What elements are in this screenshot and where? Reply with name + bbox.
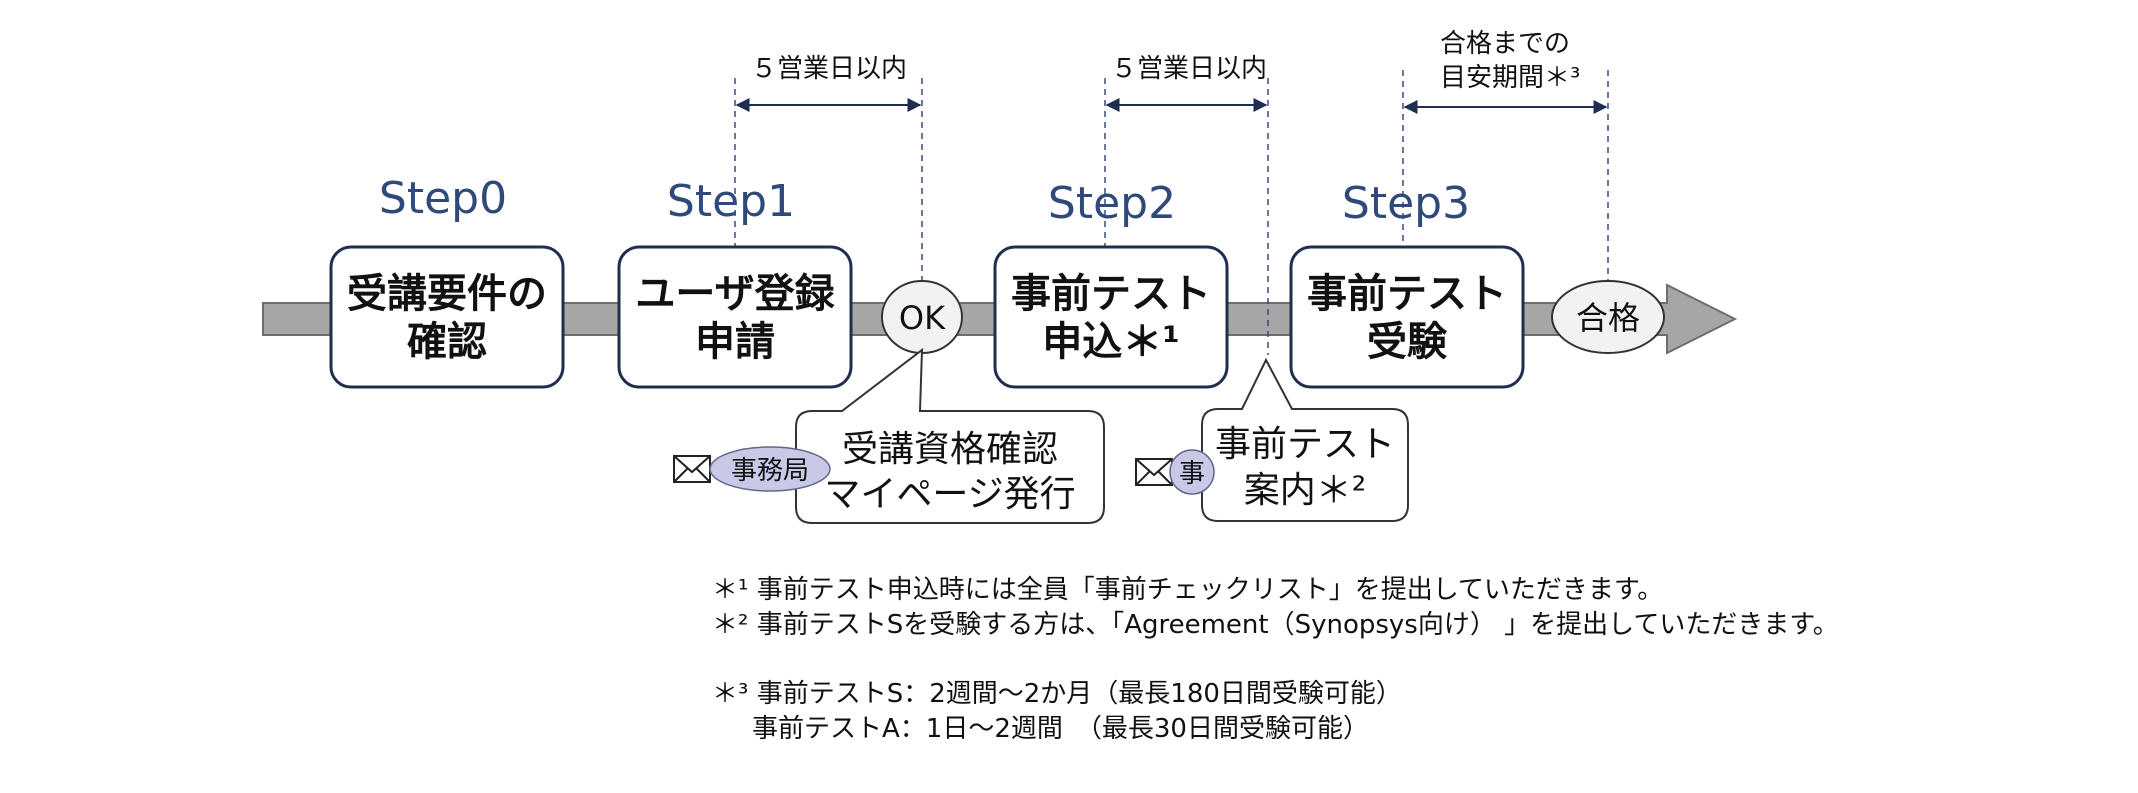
step-box-3: 事前テスト 受験 xyxy=(1289,245,1525,389)
step-box-0-line2: 確認 xyxy=(407,319,487,365)
step-box-1-line2: 申請 xyxy=(695,319,775,365)
footnote-1: ＊¹ 事前テスト申込時には全員「事前チェックリスト」を提出していただきます。 xyxy=(712,575,1663,605)
step-box-2: 事前テスト 申込＊¹ xyxy=(993,245,1229,389)
notification-bubble-2-line1: 事前テスト xyxy=(1215,424,1395,465)
envelope-icon xyxy=(673,455,711,483)
step-box-2-line1: 事前テスト xyxy=(1011,271,1211,317)
pass-milestone-label: 合格 xyxy=(1576,299,1640,337)
sender-oval-2: 事 xyxy=(1169,449,1215,495)
ok-milestone-label: OK xyxy=(899,299,946,337)
step-label-2: Step2 xyxy=(1048,178,1176,229)
step-box-3-line2: 受験 xyxy=(1367,319,1448,365)
step-box-0: 受講要件の 確認 xyxy=(329,245,565,389)
notification-bubble-1-line2: マイページ発行 xyxy=(824,474,1075,515)
footnote-4: 事前テストA：1日～2週間 （最長30日間受験可能） xyxy=(752,714,1369,744)
sender-label-1: 事務局 xyxy=(731,456,809,486)
step-label-0: Step0 xyxy=(379,173,507,224)
notification-bubble-2-line2: 案内＊² xyxy=(1244,470,1366,511)
interval-label-3-line1: 合格までの xyxy=(1440,29,1570,59)
interval-guides xyxy=(734,70,1609,355)
interval-label-3-line2: 目安期間＊³ xyxy=(1440,63,1580,93)
interval-label-2: ５営業日以内 xyxy=(1111,54,1267,84)
sender-label-2: 事 xyxy=(1179,459,1205,489)
step-box-1: ユーザ登録 申請 xyxy=(617,245,853,389)
footnote-2: ＊² 事前テストSを受験する方は、「Agreement（Synopsys向け） … xyxy=(712,610,1839,640)
notification-bubble-2: 事前テスト 案内＊² xyxy=(1201,357,1409,522)
envelope-icon xyxy=(1135,458,1173,486)
step-box-3-line1: 事前テスト xyxy=(1307,271,1507,317)
notification-bubble-1: 受講資格確認 マイページ発行 xyxy=(795,347,1105,524)
step-label-3: Step3 xyxy=(1342,178,1470,229)
interval-label-1: ５営業日以内 xyxy=(751,54,907,84)
step-label-1: Step1 xyxy=(667,176,795,227)
step-box-2-line2: 申込＊¹ xyxy=(1042,319,1180,365)
notification-bubble-1-line1: 受講資格確認 xyxy=(842,429,1058,470)
step-box-0-line1: 受講要件の xyxy=(347,271,547,317)
ok-milestone: OK xyxy=(881,280,963,354)
footnote-3: ＊³ 事前テストS：2週間～2か月（最長180日間受験可能） xyxy=(712,679,1402,709)
sender-oval-1: 事務局 xyxy=(709,446,831,492)
pass-milestone: 合格 xyxy=(1551,280,1665,354)
step-box-1-line1: ユーザ登録 xyxy=(635,271,835,317)
